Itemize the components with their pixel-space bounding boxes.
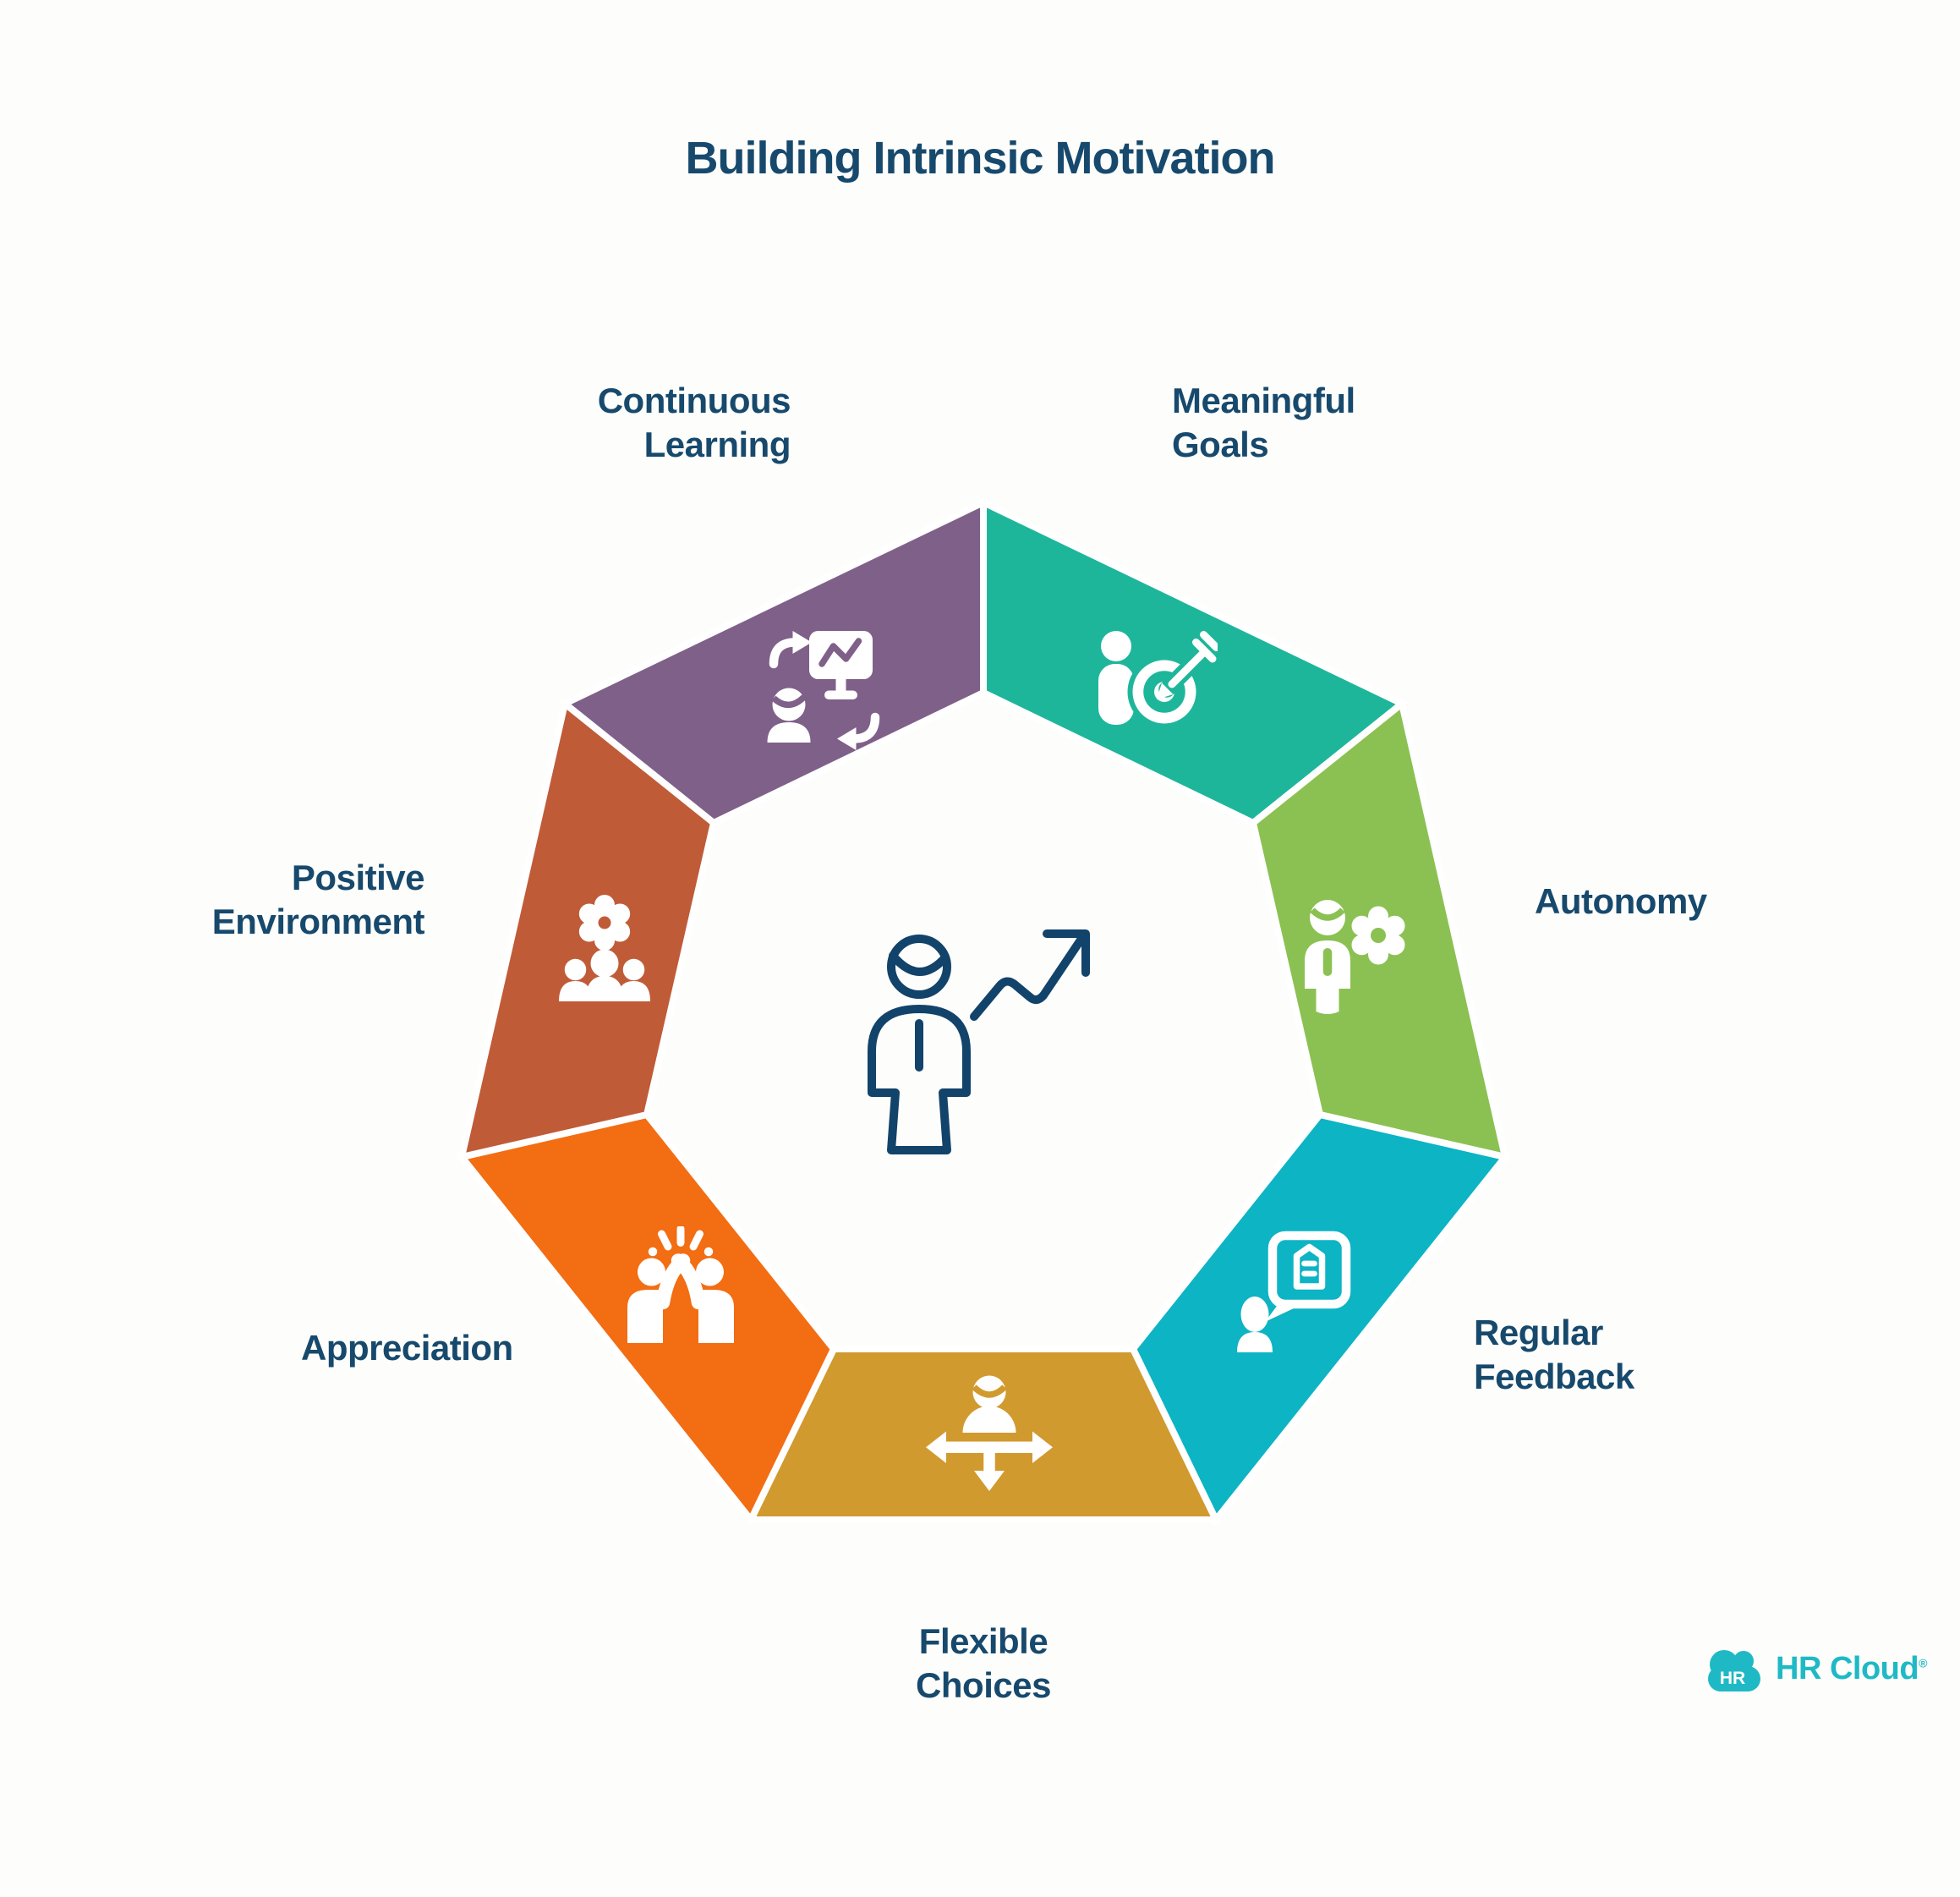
label-line: Choices (916, 1665, 1051, 1705)
label-line: Meaningful (1172, 381, 1355, 420)
logo-wordmark: HR Cloud® (1776, 1651, 1927, 1687)
logo-text: HR Cloud (1776, 1650, 1919, 1686)
logo-badge-text: HR (1720, 1669, 1745, 1688)
label-flexible-choices: Flexible Choices (808, 1620, 1159, 1708)
cloud-icon: HR (1708, 1650, 1760, 1691)
label-positive-environment: Positive Environment (211, 856, 425, 944)
person-target-icon (1091, 628, 1218, 755)
label-line: Positive (291, 858, 425, 897)
label-line: Autonomy (1535, 881, 1707, 921)
label-line: Environment (211, 902, 425, 941)
label-regular-feedback: Regular Feedback (1474, 1311, 1634, 1399)
person-screen-sync-icon (761, 626, 888, 753)
flower-team-icon (541, 892, 668, 1019)
person-speech-bubble-icon (1235, 1231, 1361, 1357)
person-gear-icon (1289, 892, 1416, 1019)
registered-mark: ® (1919, 1655, 1927, 1669)
label-line: Learning (643, 425, 791, 464)
label-line: Continuous (597, 381, 791, 420)
person-growth-icon (850, 909, 1112, 1154)
label-line: Goals (1172, 425, 1269, 464)
label-line: Flexible (918, 1621, 1048, 1661)
label-line: Regular (1474, 1313, 1603, 1352)
label-line: Appreciation (301, 1328, 513, 1368)
label-continuous-learning: Continuous Learning (598, 379, 791, 467)
hr-cloud-logo: HR HR Cloud® (1705, 1644, 1927, 1693)
label-line: Feedback (1474, 1357, 1634, 1396)
label-appreciation: Appreciation (301, 1326, 513, 1370)
label-meaningful-goals: Meaningful Goals (1172, 379, 1355, 467)
high-five-icon (617, 1226, 744, 1353)
label-autonomy: Autonomy (1535, 880, 1707, 924)
person-directions-icon (926, 1374, 1053, 1501)
page-title: Building Intrinsic Motivation (685, 133, 1276, 184)
